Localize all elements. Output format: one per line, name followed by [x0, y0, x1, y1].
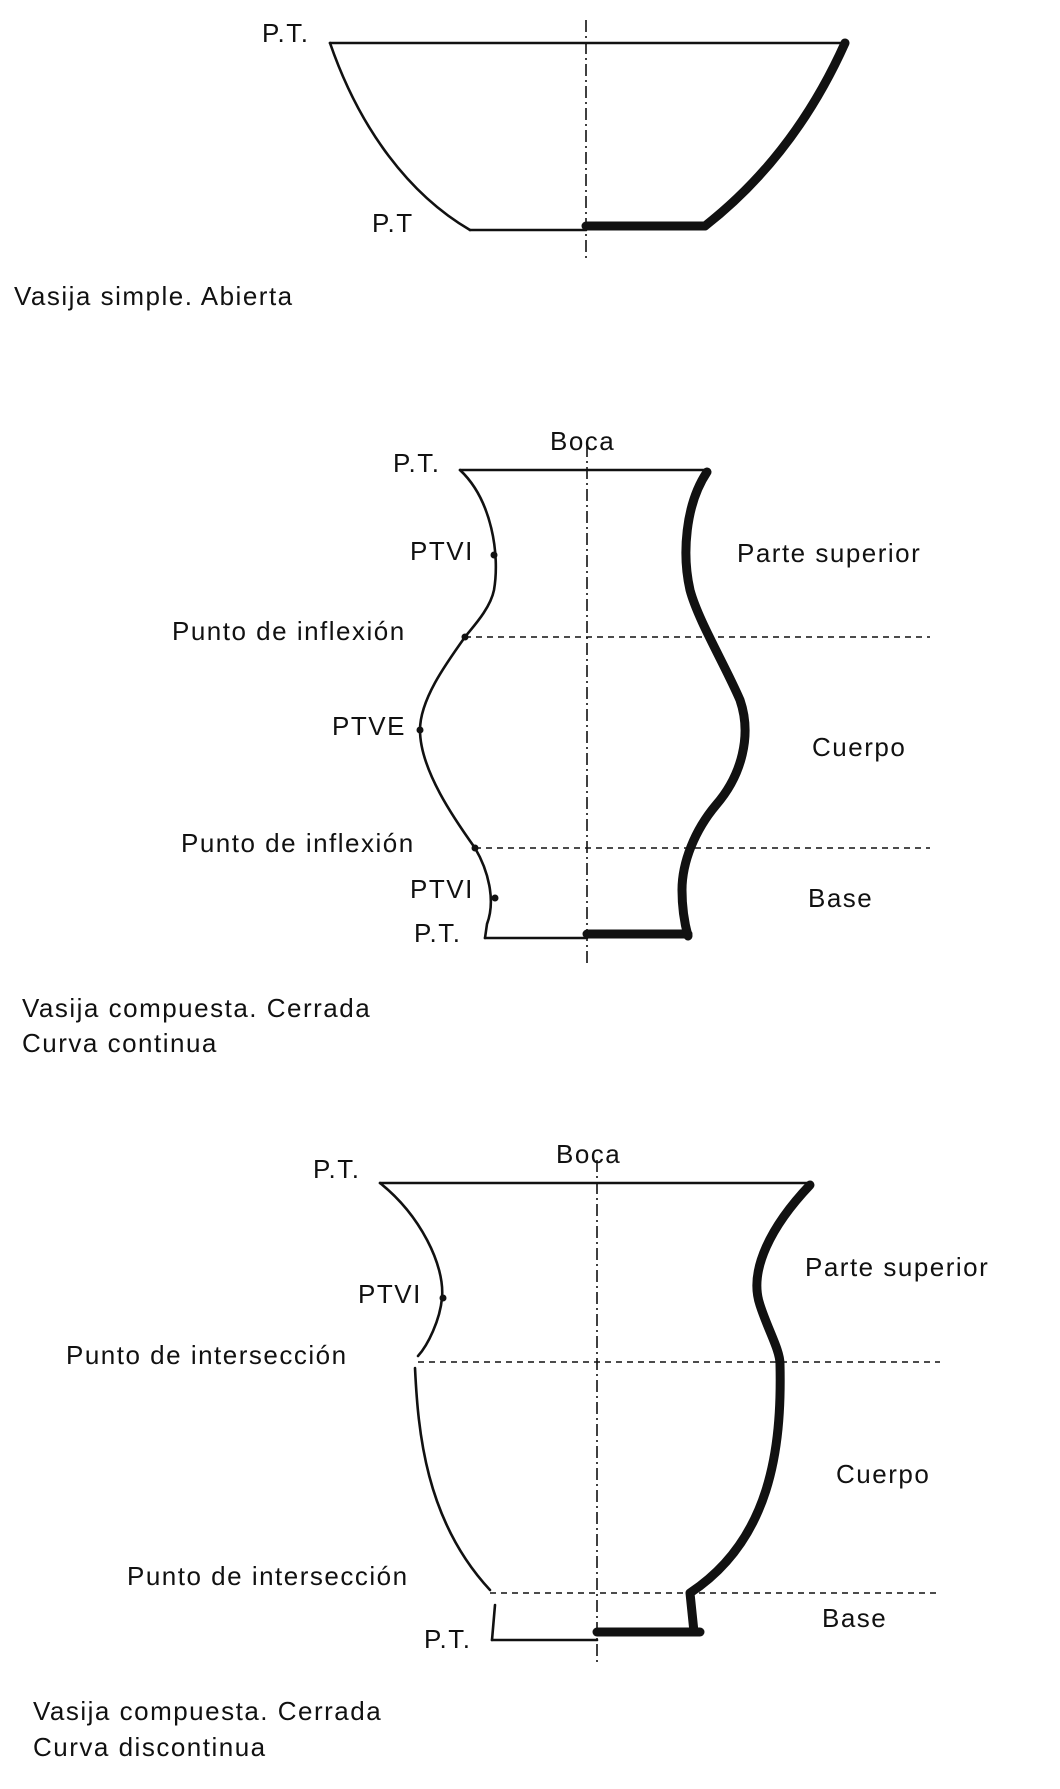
pt-bottom-label: P.T. — [414, 918, 461, 948]
left-profile — [328, 41, 472, 232]
pt-top-label: P.T. — [393, 448, 440, 478]
left-profile-upper — [378, 1181, 444, 1358]
cuerpo-label: Cuerpo — [836, 1459, 930, 1489]
ptvi-label: PTVI — [358, 1279, 422, 1309]
cuerpo-label: Cuerpo — [812, 732, 906, 762]
parte-superior-label: Parte superior — [805, 1252, 989, 1282]
ptvi-lower-point — [491, 894, 499, 902]
section-wall — [677, 467, 750, 941]
left-profile-body — [413, 1366, 492, 1592]
pt-top-label: P.T. — [262, 18, 309, 48]
left-profile — [418, 468, 498, 940]
continuous-vessel-figure: Boca P.T. PTVI Punto de inflexión PTVE P… — [172, 426, 930, 965]
pt-bottom-label: P.T — [372, 208, 414, 238]
ptve-point — [416, 726, 424, 734]
continuous-vessel-caption-line1: Vasija compuesta. Cerrada — [22, 993, 371, 1023]
parte-superior-label: Parte superior — [737, 538, 921, 568]
simple-vessel-figure: P.T. P.T — [262, 18, 850, 258]
ptve-label: PTVE — [332, 711, 406, 741]
simple-vessel-caption: Vasija simple. Abierta — [14, 281, 294, 311]
ptvi-lower-label: PTVI — [410, 874, 474, 904]
section-wall — [700, 38, 850, 231]
ptvi-upper-point — [490, 551, 498, 559]
ptvi-upper-label: PTVI — [410, 536, 474, 566]
left-profile-base — [490, 1603, 497, 1642]
boca-label: Boca — [550, 426, 615, 456]
section-wall-upper — [752, 1180, 815, 1369]
inflexion-upper-label: Punto de inflexión — [172, 616, 406, 646]
boca-label: Boca — [556, 1139, 621, 1169]
pt-bottom-label: P.T. — [424, 1624, 471, 1654]
inflexion-upper-point — [461, 633, 469, 641]
discontinuous-vessel-figure: Boca P.T. PTVI Punto de intersección Pun… — [66, 1139, 989, 1665]
inflexion-lower-point — [471, 844, 479, 852]
base-label: Base — [808, 883, 873, 913]
discontinuous-vessel-caption-line1: Vasija compuesta. Cerrada — [33, 1696, 382, 1726]
base-label: Base — [822, 1603, 887, 1633]
section-wall-body — [685, 1359, 785, 1637]
intersection-lower-label: Punto de intersección — [127, 1561, 409, 1591]
ptvi-point — [439, 1294, 447, 1302]
inflexion-lower-label: Punto de inflexión — [181, 828, 415, 858]
pt-top-label: P.T. — [313, 1154, 360, 1184]
continuous-vessel-caption-line2: Curva continua — [22, 1028, 218, 1058]
intersection-upper-label: Punto de intersección — [66, 1340, 348, 1370]
discontinuous-vessel-caption-line2: Curva discontinua — [33, 1732, 267, 1762]
